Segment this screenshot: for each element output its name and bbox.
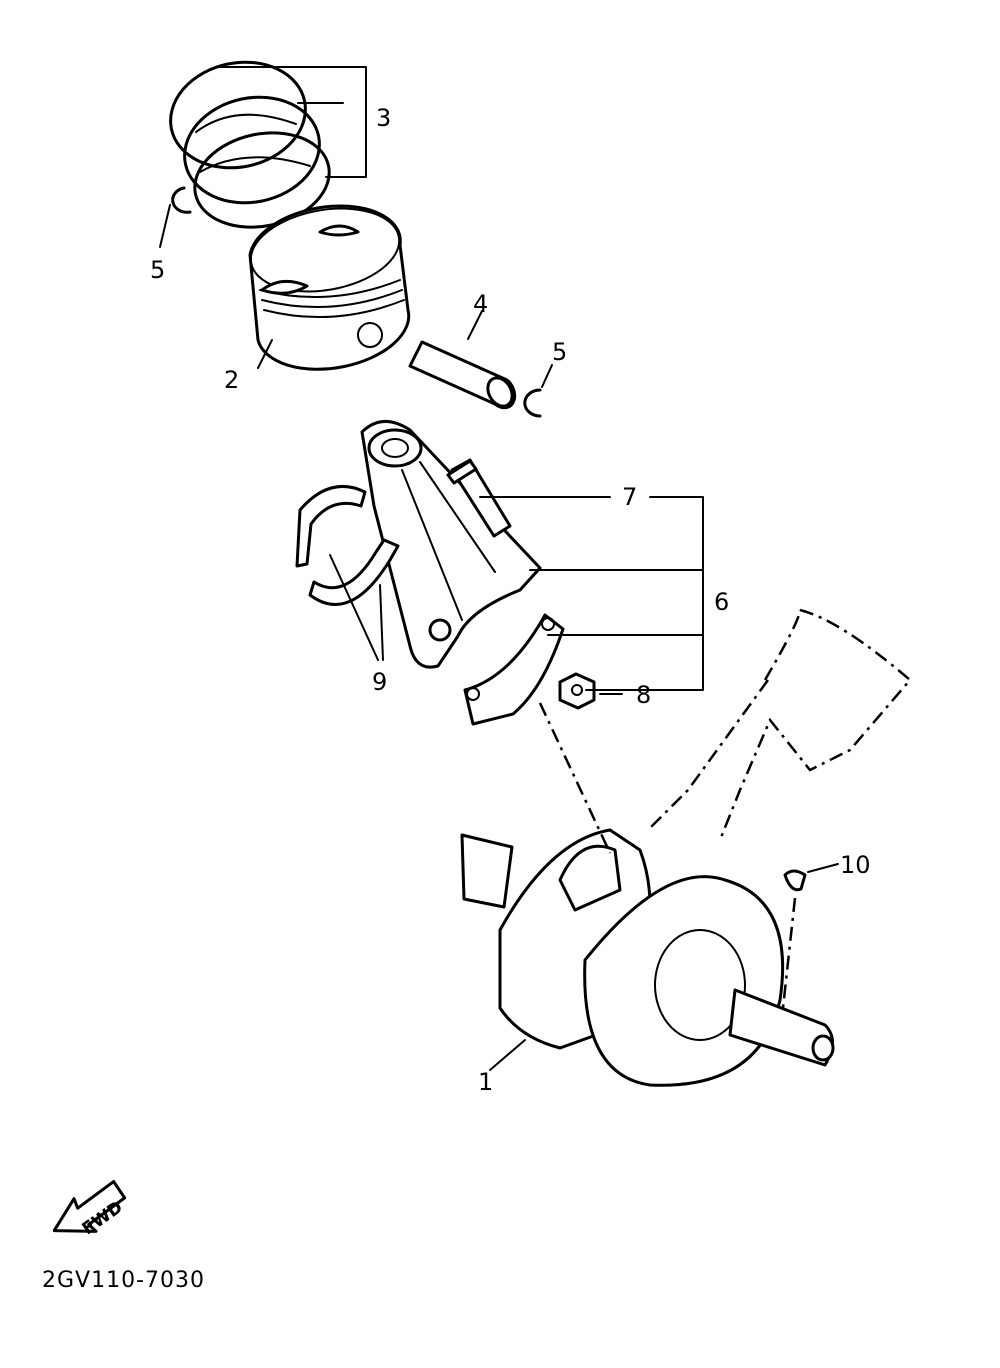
callout-2: 2 [224,366,239,394]
circlip-lower [523,388,542,418]
woodruff-key [783,869,807,892]
callout-5-upper: 5 [150,256,165,284]
circlip-upper [171,186,192,214]
piston-pin [408,340,517,410]
assembly-reference-lines [538,608,912,1009]
callout-8: 8 [636,681,651,709]
callout-7: 7 [622,483,637,511]
crankshaft [460,828,835,1087]
callout-9: 9 [372,668,387,696]
callout-labels: 3 5 4 5 2 7 6 9 8 10 1 [150,104,871,1096]
nut [558,672,596,710]
rod-cap [463,613,565,726]
connecting-rod [360,420,542,669]
callout-4: 4 [473,290,488,318]
callout-6: 6 [714,588,729,616]
callout-1: 1 [478,1068,493,1096]
leader-lines [159,66,839,1071]
callout-10: 10 [840,851,871,879]
piston [248,204,411,371]
callout-5-lower: 5 [552,338,567,366]
big-end-bearings [295,484,400,606]
diagram-code: 2GV110-7030 [42,1268,205,1293]
forward-direction-arrow: FWD [52,1180,127,1239]
callout-3: 3 [376,104,391,132]
